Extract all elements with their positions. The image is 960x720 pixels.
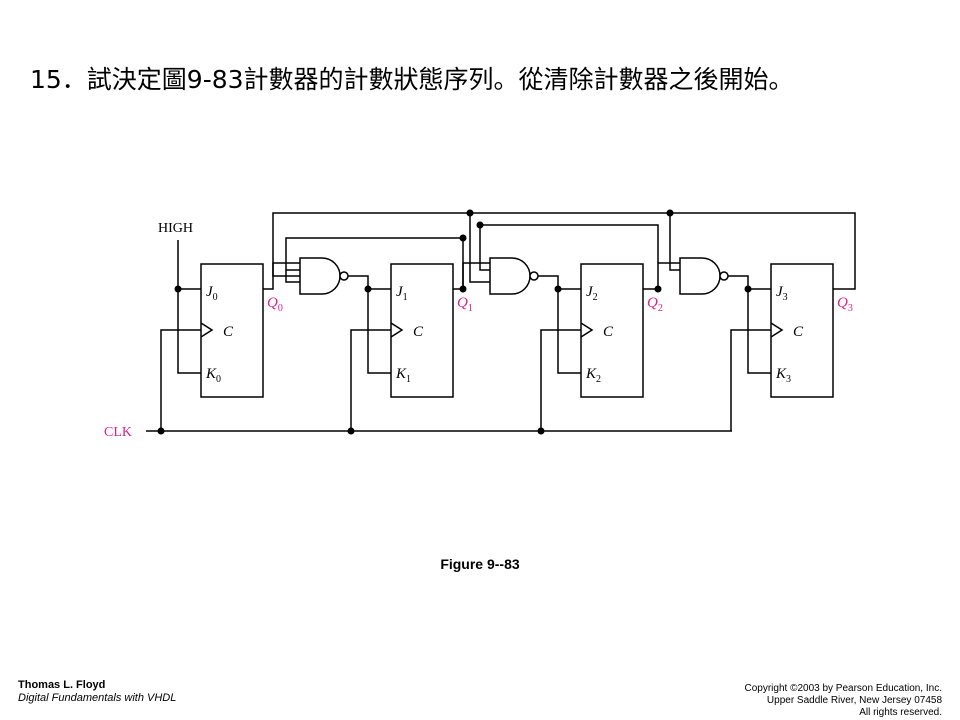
- pin-label-j2: J2: [586, 284, 598, 303]
- inversion-bubble-icon: [719, 271, 729, 281]
- output-label-q1: Q1: [457, 295, 473, 314]
- clk-wire-1: [350, 329, 391, 431]
- q1-feedback-wire: [285, 237, 464, 289]
- clock-input-triangle-0: [200, 322, 214, 338]
- junction-dot: [466, 209, 474, 217]
- pin-label-j1: J1: [396, 284, 408, 303]
- figure-caption: Figure 9--83: [440, 556, 520, 572]
- pin-label-c3: C: [793, 324, 804, 340]
- junction-dot: [654, 285, 662, 293]
- clock-input-triangle-1: [390, 322, 404, 338]
- q2-to-gate2-wire: [480, 224, 659, 263]
- footer-book: Digital Fundamentals with VHDL: [18, 692, 177, 704]
- junction-dot: [347, 427, 355, 435]
- nand-gate-3: [679, 257, 729, 295]
- junction-dot: [666, 209, 674, 217]
- footer-rights: All rights reserved.: [859, 707, 942, 718]
- gate1-inputs: [272, 263, 300, 283]
- junction-dot: [537, 427, 545, 435]
- output-label-q3: Q3: [837, 295, 853, 314]
- pin-label-c2: C: [603, 324, 614, 340]
- junction-dot: [157, 427, 165, 435]
- slide-title: 15．試決定圖9-83計數器的計數狀態序列。從清除計數器之後開始。: [30, 65, 794, 94]
- inversion-bubble-icon: [529, 271, 539, 281]
- high-wire: [177, 240, 201, 374]
- junction-dot: [554, 285, 562, 293]
- nand-gate-1: [299, 257, 349, 295]
- q1-wire: [453, 262, 490, 290]
- pin-label-j3: J3: [776, 284, 788, 303]
- clock-input-triangle-2: [580, 322, 594, 338]
- high-label: HIGH: [158, 221, 193, 236]
- junction-dot: [744, 285, 752, 293]
- gate2-output-wire: [538, 275, 581, 374]
- clk-wire-3: [730, 329, 771, 431]
- junction-dot: [364, 285, 372, 293]
- clock-input-triangle-3: [770, 322, 784, 338]
- footer-copyright: Copyright ©2003 by Pearson Education, In…: [744, 683, 943, 694]
- clk-label: CLK: [104, 425, 132, 440]
- gate1-output-wire: [348, 275, 391, 374]
- pin-label-c0: C: [223, 324, 234, 340]
- clk-wire-2: [540, 329, 581, 431]
- clk-wire-0: [160, 329, 201, 431]
- inversion-bubble-icon: [339, 271, 349, 281]
- pin-label-j0: J0: [206, 284, 218, 303]
- junction-dot: [174, 285, 182, 293]
- footer-author: Thomas L. Floyd: [18, 679, 106, 691]
- nand-gate-2: [489, 257, 539, 295]
- output-label-q2: Q2: [647, 295, 663, 314]
- footer-right: Copyright ©2003 by Pearson Education, In…: [745, 683, 943, 719]
- q3-to-gate2b-wire: [469, 213, 490, 283]
- q3-feedback-wire: [272, 212, 856, 290]
- footer-left: Thomas L. Floyd Digital Fundamentals wit…: [18, 679, 176, 705]
- junction-dot: [459, 234, 467, 242]
- gate3-output-wire: [728, 275, 771, 374]
- footer-address: Upper Saddle River, New Jersey 07458: [766, 695, 942, 706]
- output-label-q0: Q0: [267, 295, 283, 314]
- q3-to-gate3-wire: [669, 213, 680, 271]
- pin-label-c1: C: [413, 324, 424, 340]
- q2-wire: [643, 262, 680, 290]
- q3-to-gate2-wire: [479, 225, 490, 271]
